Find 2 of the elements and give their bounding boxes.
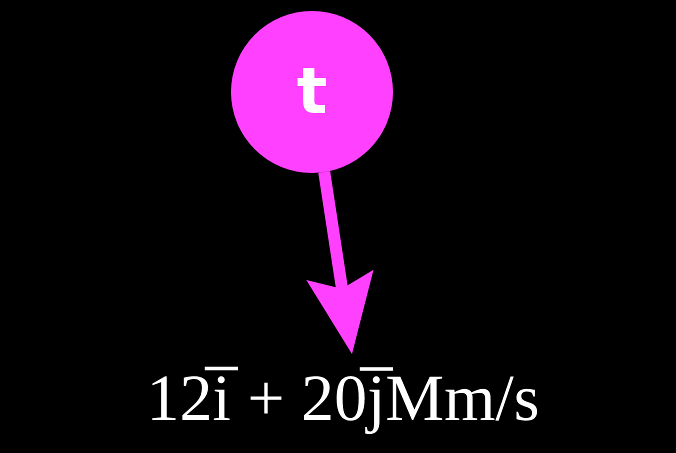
equation-text: 12i̅ + 20j̅Mm/s: [20, 354, 666, 444]
arrow: [306, 171, 374, 354]
